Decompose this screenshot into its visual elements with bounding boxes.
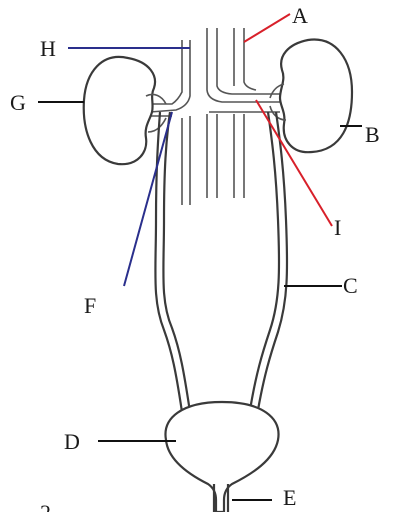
label-f: F <box>84 293 96 318</box>
label-c: C <box>343 273 358 298</box>
label-b: B <box>365 122 380 147</box>
label-a: A <box>292 3 308 28</box>
left-kidney <box>84 57 155 164</box>
right-kidney <box>280 40 352 153</box>
label-d: D <box>64 429 80 454</box>
label-e: E <box>283 485 296 510</box>
right-ureter <box>250 112 287 410</box>
label-g: G <box>10 90 26 115</box>
leader-a <box>244 14 290 42</box>
page-fragment: 2 <box>40 500 51 512</box>
label-h: H <box>40 36 56 61</box>
bladder <box>165 402 278 512</box>
label-i: I <box>334 215 341 240</box>
